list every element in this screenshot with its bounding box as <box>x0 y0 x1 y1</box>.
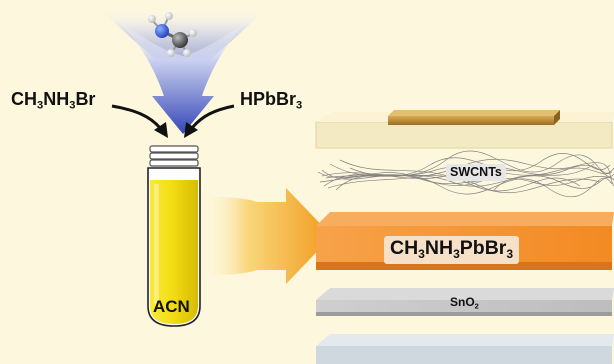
perovskite-layer-label: CH3NH3PbBr3 <box>384 236 520 264</box>
methylamine-molecule-icon <box>148 12 197 57</box>
top-substrate-layer <box>315 110 614 149</box>
bottom-substrate-layer <box>316 334 614 364</box>
vial <box>147 145 201 327</box>
solvent-label: ACN <box>153 297 190 316</box>
reagent-label-methylammonium-bromide: CH3NH3Br <box>11 89 96 112</box>
curved-arrow-icon <box>184 104 235 138</box>
gas-funnel-arrow-icon <box>100 8 266 134</box>
swcnt-layer-label: SWCNTs <box>446 164 506 181</box>
sno2-layer-label: SnO2 <box>450 295 479 311</box>
reagent-label-hpbbr3: HPbBr3 <box>240 89 303 112</box>
big-arrow-icon <box>202 188 332 284</box>
curved-arrow-icon <box>111 104 168 138</box>
sno2-layer <box>316 288 614 316</box>
